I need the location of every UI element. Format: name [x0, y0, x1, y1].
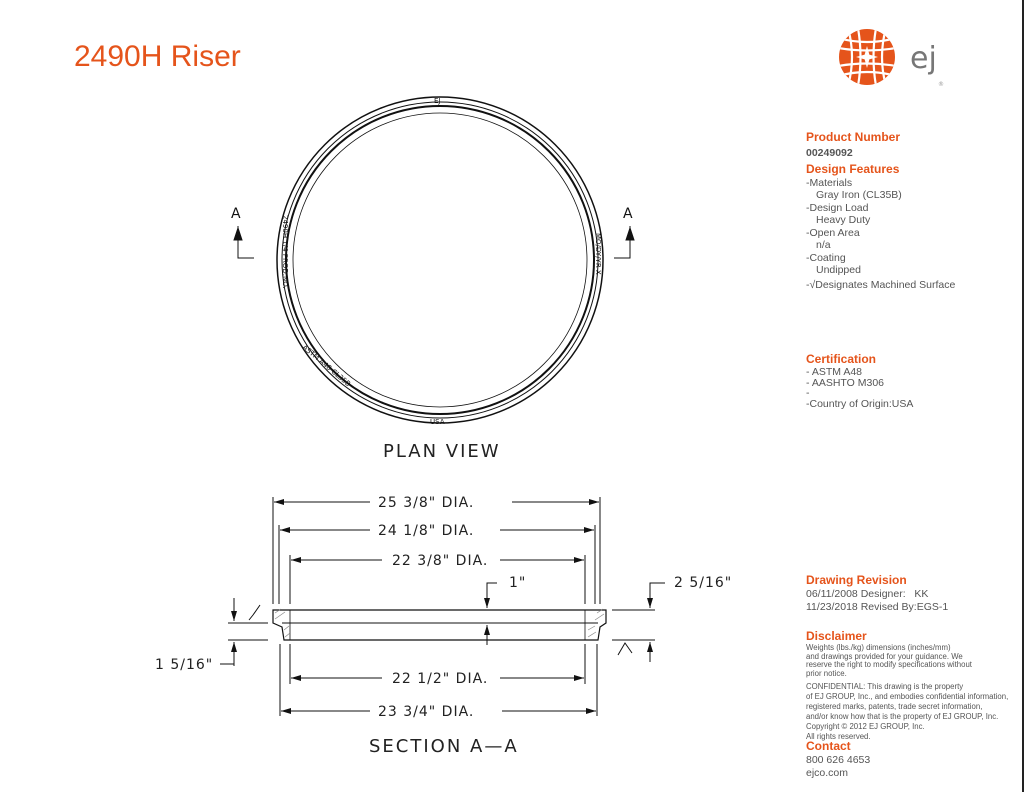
contact-heading: Contact: [806, 739, 851, 754]
disclaimer-line: and drawings provided for your guidance.…: [806, 651, 963, 661]
certification-item: - AASHTO M306: [806, 377, 885, 389]
plan-view: EJ USA 2490H 1/4 PROD.NO. MO/DY/YR X AST…: [231, 96, 635, 462]
confidential-line: registered marks, patents, trade secret …: [806, 702, 983, 712]
designer-label: Designer:: [860, 588, 906, 600]
design-features-heading: Design Features: [806, 161, 900, 176]
product-info-panel: Product Number 00249092 Design Features …: [806, 130, 1016, 291]
certification-item: - ASTM A48: [806, 366, 863, 378]
feature-label: -Coating: [806, 251, 846, 264]
certification-section: Certification - ASTM A48 - AASHTO M306 -…: [806, 352, 1016, 411]
revised-by: EGS-1: [916, 600, 949, 613]
dim-2-5-16: 2 5/16": [674, 575, 732, 591]
globe-logo-icon: ej ®: [839, 29, 944, 88]
logo-text: ej: [910, 41, 937, 76]
rim-text-top: EJ: [434, 97, 441, 105]
plan-view-label: PLAN VIEW: [383, 441, 501, 462]
section-marker-right: A: [614, 206, 635, 259]
disclaimer-line: prior notice.: [806, 668, 847, 678]
finish-mark-icon: [617, 642, 633, 656]
rim-text-bottom: USA: [430, 418, 445, 426]
revised-date: 11/23/2018: [806, 600, 858, 613]
feature-label: -Open Area: [806, 226, 860, 239]
designer: KK: [914, 588, 929, 600]
feature-label: -Materials: [806, 176, 853, 189]
product-number: 00249092: [806, 147, 853, 159]
feature-value: Gray Iron (CL35B): [816, 189, 902, 201]
section-view-label: SECTION A—A: [369, 736, 519, 757]
product-number-heading: Product Number: [806, 130, 901, 144]
revision-section: Drawing Revision 06/11/2008 Designer: KK…: [806, 573, 1021, 779]
dim-22-3-8: 22 3/8" DIA.: [392, 553, 488, 569]
rim-text-left: 2490H 1/4 PROD.NO.: [281, 215, 289, 289]
feature-value: Heavy Duty: [816, 214, 871, 226]
dim-24-1-8: 24 1/8" DIA.: [378, 523, 474, 539]
technical-drawing: EJ USA 2490H 1/4 PROD.NO. MO/DY/YR X AST…: [155, 96, 732, 757]
confidential-line: of EJ GROUP, Inc., and embodies confiden…: [806, 692, 1009, 702]
rim-text-right: MO/DY/YR X: [594, 233, 602, 275]
section-marker-label: A: [623, 206, 633, 222]
certification-heading: Certification: [806, 352, 877, 366]
designed-date: 06/11/2008: [806, 588, 858, 600]
registered-mark: ®: [938, 81, 944, 88]
feature-list: -Materials Gray Iron (CL35B) -Design Loa…: [806, 177, 1016, 292]
confidential-line: CONFIDENTIAL: This drawing is the proper…: [806, 682, 964, 692]
country-value: USA: [891, 398, 914, 410]
country-label: -Country of Origin:: [806, 398, 892, 410]
disclaimer-line: Weights (lbs./kg) dimensions (inches/mm): [806, 643, 951, 652]
feature-label: -Design Load: [806, 201, 869, 214]
dim-1: 1": [509, 575, 526, 591]
page-title: 2490H Riser: [74, 40, 241, 73]
ej-logo: ej ®: [838, 28, 953, 95]
rim-text-bottom-left: ASTM A48 CL35B: [301, 343, 352, 388]
machined-check-icon: [248, 604, 261, 621]
dim-23-3-4: 23 3/4" DIA.: [378, 704, 474, 720]
contact-website[interactable]: ejco.com: [806, 766, 849, 779]
dim-1-5-16: 1 5/16": [155, 657, 213, 673]
contact-phone: 800 626 4653: [806, 754, 871, 767]
disclaimer-line: reserve the right to modify specificatio…: [806, 660, 972, 670]
feature-value: n/a: [816, 239, 831, 251]
revised-by-label: Revised By:: [860, 600, 917, 613]
machined-note: -√Designates Machined Surface: [806, 278, 956, 291]
revision-heading: Drawing Revision: [806, 573, 907, 587]
certification-item: -: [806, 387, 810, 399]
dim-22-1-2: 22 1/2" DIA.: [392, 671, 488, 687]
section-view: 25 3/8" DIA. 24 1/8" DIA. 22 3/8" DIA. 2…: [155, 495, 732, 757]
confidential-line: and/or know how that is the property of …: [806, 712, 999, 722]
confidential-line: All rights reserved.: [806, 732, 871, 742]
confidential-line: Copyright © 2012 EJ GROUP, Inc.: [806, 722, 925, 732]
section-marker-left: A: [231, 206, 254, 259]
disclaimer-heading: Disclaimer: [806, 629, 867, 643]
section-marker-label: A: [231, 206, 241, 222]
dim-25-3-8: 25 3/8" DIA.: [378, 495, 474, 511]
feature-value: Undipped: [816, 264, 861, 276]
